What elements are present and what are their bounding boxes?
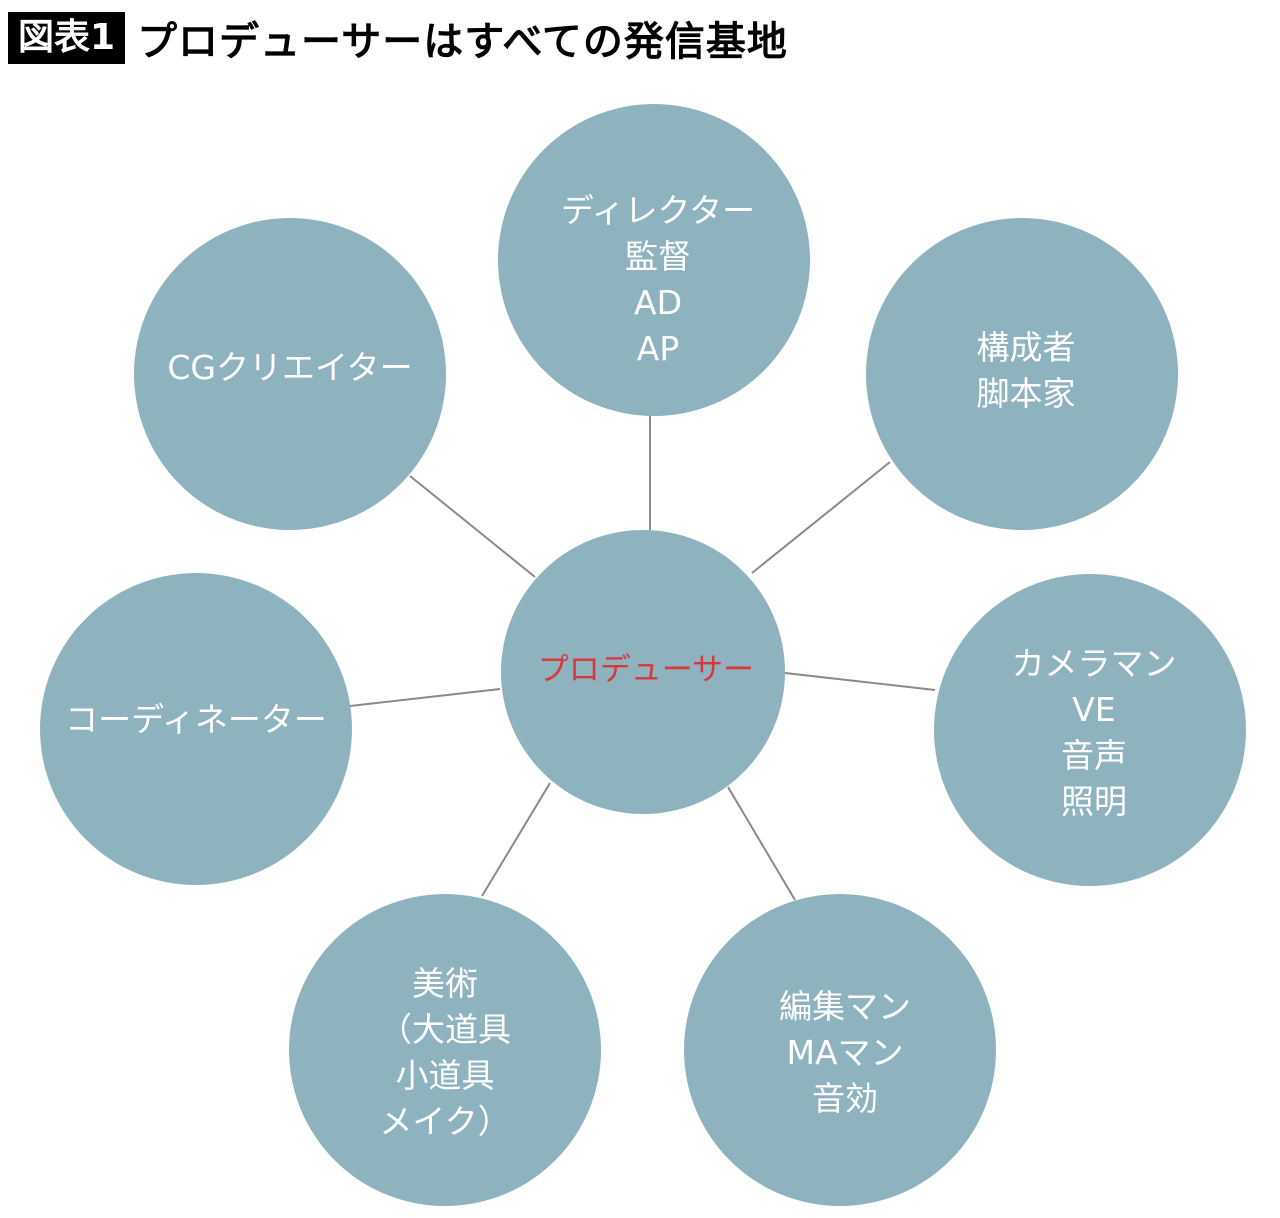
coordinator-label: コーディネーター [65, 697, 327, 743]
label-line: （大道具 [379, 1010, 511, 1049]
label-line: 構成者 [976, 328, 1076, 367]
connector-coordinator [349, 688, 501, 707]
cg-label: CGクリエイター [167, 345, 412, 391]
figure-badge: 図表1 [8, 12, 126, 64]
label-line: カメラマン [1011, 644, 1177, 683]
node-coordinator [40, 573, 352, 885]
label-line: 音効 [812, 1079, 878, 1118]
label-line: CGクリエイター [167, 348, 413, 387]
producer-label: プロデューサー [537, 652, 755, 688]
node-camera [934, 574, 1246, 886]
connector-editor [727, 786, 796, 901]
director-label: ディレクター 監督 AD AP [561, 188, 755, 372]
editor-label: 編集マン MAマン 音効 [779, 984, 911, 1122]
node-editor [684, 894, 996, 1206]
label-line: 音声 [1061, 736, 1127, 775]
connector-cg [409, 475, 536, 578]
node-writer [866, 218, 1178, 530]
label-line: 編集マン [779, 987, 911, 1026]
label-line: コーディネーター [65, 700, 327, 739]
label-line: 脚本家 [976, 374, 1076, 413]
connector-writer [751, 461, 891, 574]
node-producer [501, 530, 785, 814]
label-line: AP [636, 329, 680, 368]
label-line: メイク） [379, 1102, 511, 1141]
camera-label: カメラマン VE 音声 照明 [1012, 641, 1177, 825]
figure-heading: プロデューサーはすべての発信基地 [137, 19, 788, 65]
node-art [289, 894, 601, 1206]
label-line: ディレクター [560, 191, 756, 230]
node-cg [134, 218, 446, 530]
connector-art [481, 782, 551, 897]
label-line: 小道具 [395, 1056, 495, 1095]
figure-title: 図表1 プロデューサーはすべての発信基地 [8, 10, 788, 66]
node-director [498, 104, 810, 416]
connector-camera [784, 672, 936, 691]
label-line: 美術 [412, 964, 478, 1003]
label-line: 監督 [625, 237, 691, 276]
art-label: 美術 （大道具 小道具 メイク） [379, 961, 511, 1145]
label-line: MAマン [786, 1033, 904, 1072]
writer-label: 構成者 脚本家 [977, 325, 1076, 417]
label-line: 照明 [1061, 782, 1127, 821]
label-line: VE [1072, 690, 1116, 729]
label-line: AD [634, 283, 682, 322]
